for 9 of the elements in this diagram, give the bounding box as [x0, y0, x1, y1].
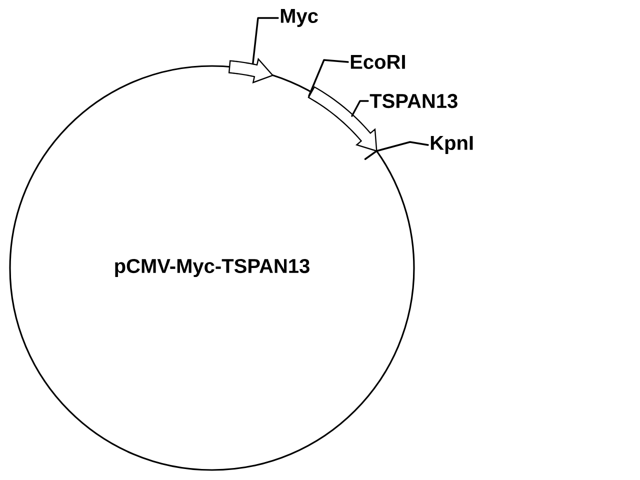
feature-arrow	[228, 58, 274, 84]
feature-label: EcoRI	[350, 55, 405, 69]
feature-label: Myc	[280, 9, 318, 27]
leader-line	[252, 17, 279, 64]
leader-line	[308, 59, 349, 97]
leader-line	[364, 141, 429, 160]
feature-label: TSPAN13	[370, 94, 458, 108]
feature-label: KpnI	[430, 136, 473, 154]
leader-line	[351, 100, 369, 117]
